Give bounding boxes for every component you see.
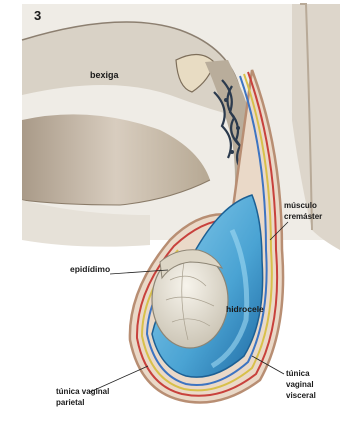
label-visceral-2: vaginal [286, 380, 314, 389]
label-cremaster-2: cremáster [284, 212, 322, 221]
label-bladder: bexiga [90, 70, 120, 80]
label-cremaster-1: músculo [284, 201, 317, 210]
label-visceral-3: visceral [286, 391, 316, 400]
label-hydrocele: hidrocele [226, 304, 264, 314]
label-visceral-1: túnica [286, 369, 310, 378]
label-parietal-1: túnica vaginal [56, 387, 109, 396]
figure-number: 3 [34, 8, 41, 23]
label-parietal-2: parietal [56, 398, 84, 407]
label-epididymis: epidídimo [70, 264, 110, 274]
